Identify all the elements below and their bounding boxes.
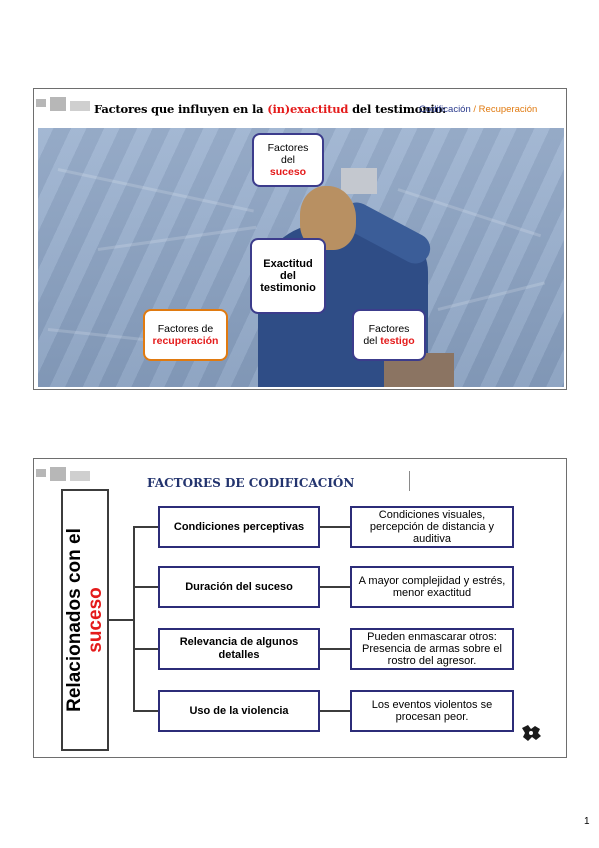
factor-box-violencia: Uso de la violencia [158,690,320,732]
slide-subtitle: Codificación / Recuperación [419,104,538,115]
connector-line [320,648,350,650]
node-factores-testigo: Factores del testigo [352,309,426,361]
title-divider [409,471,410,491]
factor-box-condiciones: Condiciones perceptivas [158,506,320,548]
slide-factores-codificacion: FACTORES DE CODIFICACIÓN Relacionados co… [33,458,567,758]
detail-box-relevancia: Pueden enmascarar otros: Presencia de ar… [350,628,514,670]
header-decoration [36,97,94,113]
connector-line [133,526,135,711]
title-highlight: (in)exactitud [267,102,349,116]
slide-title: Factores que influyen en la (in)exactitu… [94,102,447,116]
side-label-box: Relacionados con el suceso [61,489,109,751]
connector-line [133,648,158,650]
detail-box-condiciones: Condiciones visuales, percepción de dist… [350,506,514,548]
connector-line [133,526,158,528]
connector-line [133,586,158,588]
side-label: Relacionados con el suceso [64,528,106,712]
connector-line [133,710,158,712]
slide-exactitud-testimonio: Factores que influyen en la (in)exactitu… [33,88,567,390]
node-factores-recuperacion: Factores de recuperación [143,309,228,361]
factor-box-relevancia: Relevancia de algunos detalles [158,628,320,670]
connector-line [320,710,350,712]
node-factores-suceso: Factores del suceso [252,133,324,187]
node-exactitud-testimonio: Exactitud del testimonio [250,238,326,314]
connector-line [320,526,350,528]
university-logo-icon [522,725,541,741]
detail-box-duracion: A mayor complejidad y estrés, menor exac… [350,566,514,608]
detail-box-violencia: Los eventos violentos se procesan peor. [350,690,514,732]
header-decoration [36,467,94,483]
factor-box-duracion: Duración del suceso [158,566,320,608]
connector-line [109,619,133,621]
connector-line [320,586,350,588]
page-number: 1 [584,816,590,827]
slide-title: FACTORES DE CODIFICACIÓN [147,476,355,490]
